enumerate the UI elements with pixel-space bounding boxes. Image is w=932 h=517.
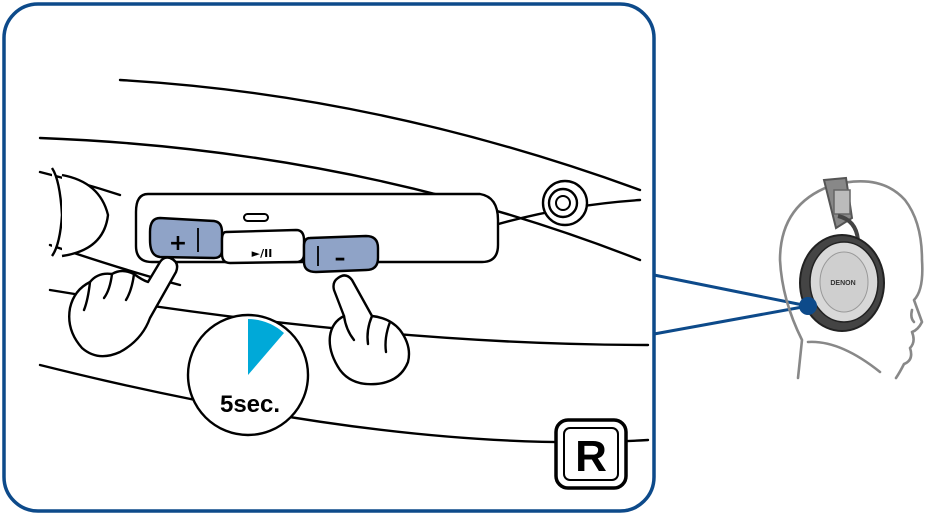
play-pause-button[interactable]: ►/II <box>220 228 306 265</box>
side-knob <box>50 167 110 258</box>
headphone-icon: DENON <box>799 176 885 332</box>
status-led <box>243 213 269 222</box>
right-side-badge: R <box>554 418 628 490</box>
headphone-brand: DENON <box>830 280 855 287</box>
head-profile-icon <box>778 180 924 380</box>
timer-label: 5sec. <box>220 391 280 418</box>
right-side-label: R <box>575 432 607 481</box>
timer-elapsed-sector <box>248 319 284 375</box>
timer-icon: 5sec. <box>186 313 310 437</box>
volume-down-button[interactable]: – <box>302 234 380 274</box>
volume-down-label: – <box>335 246 346 271</box>
callout-connector <box>653 273 809 336</box>
button-location-marker <box>799 297 817 315</box>
play-pause-label: ►/II <box>252 247 273 260</box>
hand-pressing-minus-icon <box>328 274 411 386</box>
audio-jack <box>541 179 589 227</box>
volume-up-label: + <box>169 231 187 256</box>
volume-up-button[interactable]: + <box>148 216 224 260</box>
hand-pressing-plus-icon <box>68 256 179 358</box>
